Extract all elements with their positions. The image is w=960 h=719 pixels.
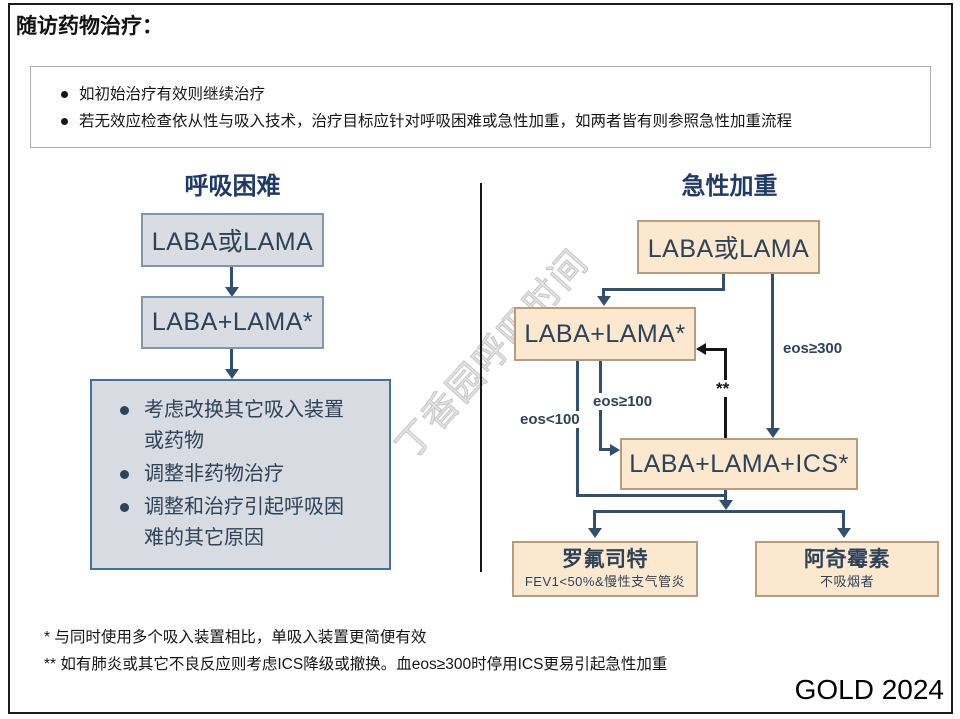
dyspnea-action-1: 考虑改换其它吸入装置或药物 — [118, 395, 356, 457]
dyspnea-actions-list: 考虑改换其它吸入装置或药物 调整非药物治疗 调整和治疗引起呼吸困难的其它原因 — [92, 395, 389, 554]
arrow-down-icon — [225, 287, 239, 297]
source-label: GOLD 2024 — [794, 674, 944, 705]
connector-deescalation-horizontal — [705, 348, 727, 351]
azithromycin-criteria: 不吸烟者 — [819, 573, 874, 589]
footnote-2: ** 如有肺炎或其它不良反应则考虑ICS降级或撤换。血eos≥300时停用ICS… — [44, 656, 668, 673]
roflumilast-criteria: FEV1<50%&慢性支气管炎 — [524, 573, 686, 589]
intro-bullet-1-text: 如初始治疗有效则继续治疗 — [79, 86, 266, 103]
intro-note-box: 如初始治疗有效则继续治疗 若无效应检查依从性与吸入技术，治疗目标应针对呼吸困难或… — [30, 66, 931, 148]
bullet-icon — [61, 91, 68, 98]
azithromycin-title: 阿奇霉素 — [804, 548, 890, 572]
arrow-down-icon — [766, 428, 780, 438]
column-divider-line — [480, 183, 482, 572]
connector-eos-lt100-horizontal — [576, 494, 727, 497]
deescalation-footnote-marker: ** — [713, 380, 733, 397]
connector-eos-lt100-vertical — [576, 361, 579, 497]
connector-split-bar — [593, 510, 845, 513]
bullet-icon — [120, 503, 129, 512]
bullet-icon — [120, 406, 129, 415]
connector-eos-ge100-horizontal — [599, 448, 612, 451]
bullet-icon — [61, 118, 68, 125]
connector-exac-step1-elbow — [602, 288, 725, 291]
exacerbation-column-header: 急性加重 — [681, 173, 778, 200]
footnote-1: * 与同时使用多个吸入装置相比，单吸入装置更简便有效 — [44, 629, 427, 646]
bullet-icon — [120, 470, 129, 479]
exacerbation-step3-box: LABA+LAMA+ICS* — [620, 438, 858, 490]
arrow-down-icon — [597, 296, 611, 306]
dyspnea-actions-box: 考虑改换其它吸入装置或药物 调整非药物治疗 调整和治疗引起呼吸困难的其它原因 — [90, 379, 391, 570]
roflumilast-box: 罗氟司特 FEV1<50%&慢性支气管炎 — [512, 541, 698, 597]
connector-to-roflumilast — [593, 510, 596, 530]
dyspnea-action-3-text: 调整和治疗引起呼吸困难的其它原因 — [144, 496, 344, 549]
exacerbation-step2-box: LABA+LAMA* — [514, 307, 696, 361]
intro-bullet-1: 如初始治疗有效则继续治疗 — [61, 81, 920, 108]
intro-bullet-2: 若无效应检查依从性与吸入技术，治疗目标应针对呼吸困难或急性加重，如两者皆有则参照… — [61, 108, 920, 135]
dyspnea-action-2: 调整非药物治疗 — [118, 459, 356, 490]
dyspnea-column-header: 呼吸困难 — [184, 173, 281, 200]
roflumilast-title: 罗氟司特 — [562, 548, 648, 572]
eos-ge-300-label: eos≥300 — [780, 340, 846, 357]
dyspnea-action-3: 调整和治疗引起呼吸困难的其它原因 — [118, 492, 356, 554]
azithromycin-box: 阿奇霉素 不吸烟者 — [755, 541, 939, 597]
arrow-down-icon — [837, 528, 851, 538]
connector-exac-step1-drop — [602, 288, 605, 298]
eos-ge-100-label: eos≥100 — [590, 393, 656, 410]
arrow-down-icon — [588, 528, 602, 538]
arrow-right-icon — [610, 444, 620, 456]
connector-ics-down — [724, 490, 727, 502]
dyspnea-action-2-text: 调整非药物治疗 — [144, 463, 284, 485]
footnotes: * 与同时使用多个吸入装置相比，单吸入装置更简便有效 ** 如有肺炎或其它不良反… — [44, 624, 667, 678]
connector-exac-step1-down — [722, 274, 725, 291]
arrow-left-icon — [696, 343, 706, 355]
exacerbation-step1-box: LABA或LAMA — [637, 220, 820, 274]
dyspnea-step1-box: LABA或LAMA — [141, 213, 324, 267]
intro-bullet-list: 如初始治疗有效则继续治疗 若无效应检查依从性与吸入技术，治疗目标应针对呼吸困难或… — [31, 81, 930, 135]
dyspnea-action-1-text: 考虑改换其它吸入装置或药物 — [144, 399, 344, 452]
connector-dyspnea-2 — [230, 349, 233, 370]
slide-border — [8, 3, 953, 714]
connector-eos300 — [771, 274, 774, 430]
page-title: 随访药物治疗： — [16, 15, 163, 38]
arrow-down-icon — [225, 369, 239, 379]
intro-bullet-2-text: 若无效应检查依从性与吸入技术，治疗目标应针对呼吸困难或急性加重，如两者皆有则参照… — [79, 113, 793, 130]
arrow-down-icon — [719, 500, 733, 510]
eos-lt-100-label: eos<100 — [517, 411, 583, 428]
dyspnea-step2-box: LABA+LAMA* — [141, 296, 324, 349]
connector-dyspnea-1 — [230, 267, 233, 288]
connector-to-azithromycin — [842, 510, 845, 530]
